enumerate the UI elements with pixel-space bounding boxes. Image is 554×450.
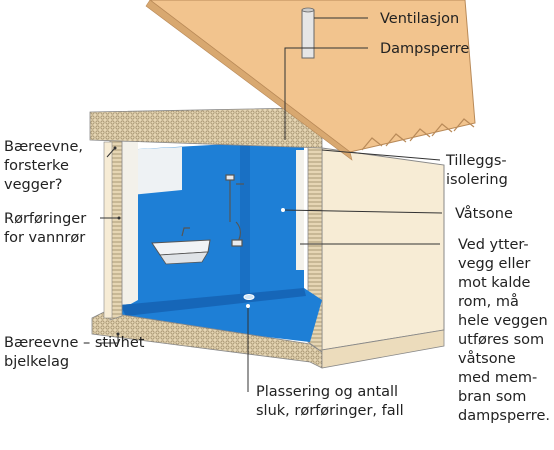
floor-shade — [120, 288, 306, 316]
left-wall-face — [103, 141, 113, 319]
wet-zone-dot — [281, 208, 285, 212]
label-load-capacity-joists: Bæreevne – stivhet bjelkelag — [4, 335, 149, 370]
label-pipes: Rørføringer for vannrør — [4, 211, 91, 246]
label-wet-zone: Våtsone — [455, 205, 513, 222]
label-extra-insulation: Tilleggs- isolering — [445, 153, 511, 188]
pipes-dot — [117, 216, 121, 220]
label-ventilation: Ventilasjon — [380, 11, 459, 27]
label-vapor-barrier: Dampsperre — [380, 41, 469, 57]
roof-rafters — [361, 118, 475, 151]
corner-shade — [240, 143, 250, 302]
label-drain: Plassering og antall sluk, rørføringer, … — [256, 384, 404, 419]
label-outer-wall-note: Ved ytter- vegg eller mot kalde rom, må … — [458, 237, 552, 424]
floor-slab-right — [321, 329, 445, 369]
ceiling-slab — [89, 107, 323, 149]
left-wall-dot — [113, 146, 117, 150]
drain-dot — [246, 304, 250, 308]
roof-edge — [145, 0, 353, 161]
floor-drain — [243, 294, 255, 300]
shower-set — [225, 174, 244, 247]
left-wall-light — [120, 138, 138, 310]
leader-lines — [100, 17, 443, 392]
sink — [151, 227, 211, 265]
ventilation-pipe-top — [301, 7, 315, 13]
ventilation-pipe — [301, 9, 315, 59]
right-outer-wall — [321, 147, 445, 351]
label-load-capacity-walls: Bæreevne, forsterke vegger? — [4, 139, 88, 193]
joists-dot — [116, 332, 120, 336]
